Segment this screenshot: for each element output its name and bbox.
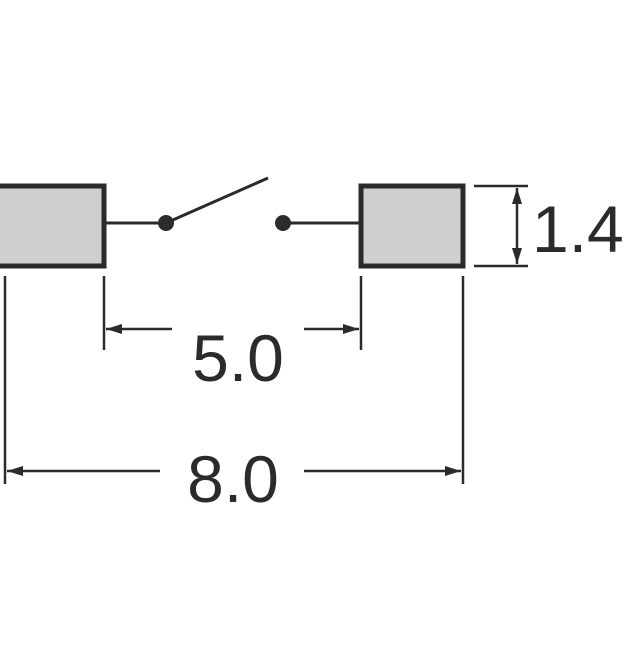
switch-lever (165, 176, 269, 225)
overall-label: 8.0 (187, 442, 279, 516)
right-pad (358, 183, 466, 269)
gap-dimension (102, 276, 363, 350)
switch-symbol (104, 176, 361, 231)
height-label: 1.4 (532, 192, 624, 266)
left-pad (0, 183, 107, 269)
height-dimension (474, 184, 528, 268)
gap-label: 5.0 (192, 321, 284, 395)
overall-dimension (3, 276, 465, 484)
